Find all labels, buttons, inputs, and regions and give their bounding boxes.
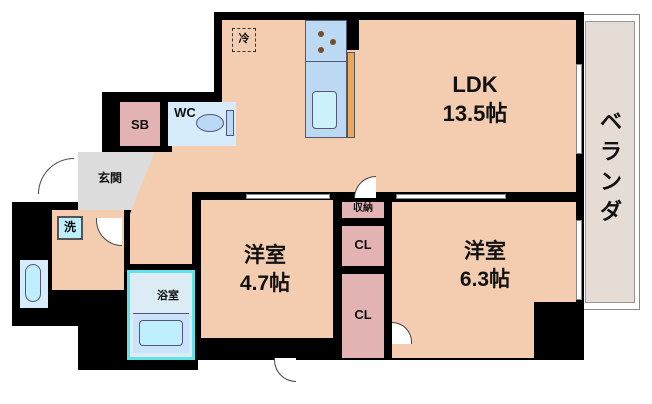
washer-label: 洗 — [63, 220, 76, 234]
closet-1 — [342, 226, 384, 266]
veranda-label: ベ ラ ン ダ — [599, 109, 622, 224]
counter-edge — [347, 52, 355, 138]
bath-label: 浴室 — [157, 290, 179, 302]
storage — [342, 202, 384, 218]
western-a-door[interactable] — [274, 358, 296, 382]
toilet-bowl-icon — [196, 114, 224, 132]
toilet-label: WC — [174, 105, 196, 120]
entrance-label: 玄関 — [97, 171, 122, 185]
veranda-window-ldk[interactable] — [576, 64, 582, 154]
western-a-label: 洋室 4.7帖 — [239, 244, 291, 296]
entrance-door[interactable] — [38, 158, 74, 194]
kitchen-counter — [305, 20, 347, 138]
bathroom — [127, 270, 195, 360]
closet-2 — [342, 274, 384, 358]
shoe-box — [120, 102, 160, 146]
shoe-box-label: SB — [130, 117, 150, 132]
room-western-4-7 — [201, 200, 333, 338]
washer-space: 洗 — [57, 216, 83, 240]
veranda-window-room[interactable] — [576, 220, 582, 300]
ldk-sliding-door-a[interactable] — [246, 194, 330, 199]
veranda: ベ ラ ン ダ — [580, 14, 640, 310]
fridge-space: 冷 — [232, 28, 256, 52]
closet-1-label: CL — [354, 237, 372, 252]
western-b-label: 洋室 6.3帖 — [459, 240, 511, 292]
closet-2-label: CL — [354, 307, 372, 322]
bathtub — [139, 320, 183, 346]
sink — [312, 91, 337, 129]
ldk-label: LDK 13.5帖 — [442, 72, 508, 127]
toilet-tank-icon — [226, 110, 234, 136]
ldk-sliding-door-b[interactable] — [396, 194, 506, 199]
washbasin — [20, 260, 48, 308]
stove-burner — [318, 31, 324, 37]
stove-burner — [330, 39, 336, 45]
room-ldk — [222, 20, 576, 192]
storage-label: 収納 — [353, 203, 373, 214]
stove-burner — [318, 47, 324, 53]
fridge-label: 冷 — [238, 33, 250, 45]
